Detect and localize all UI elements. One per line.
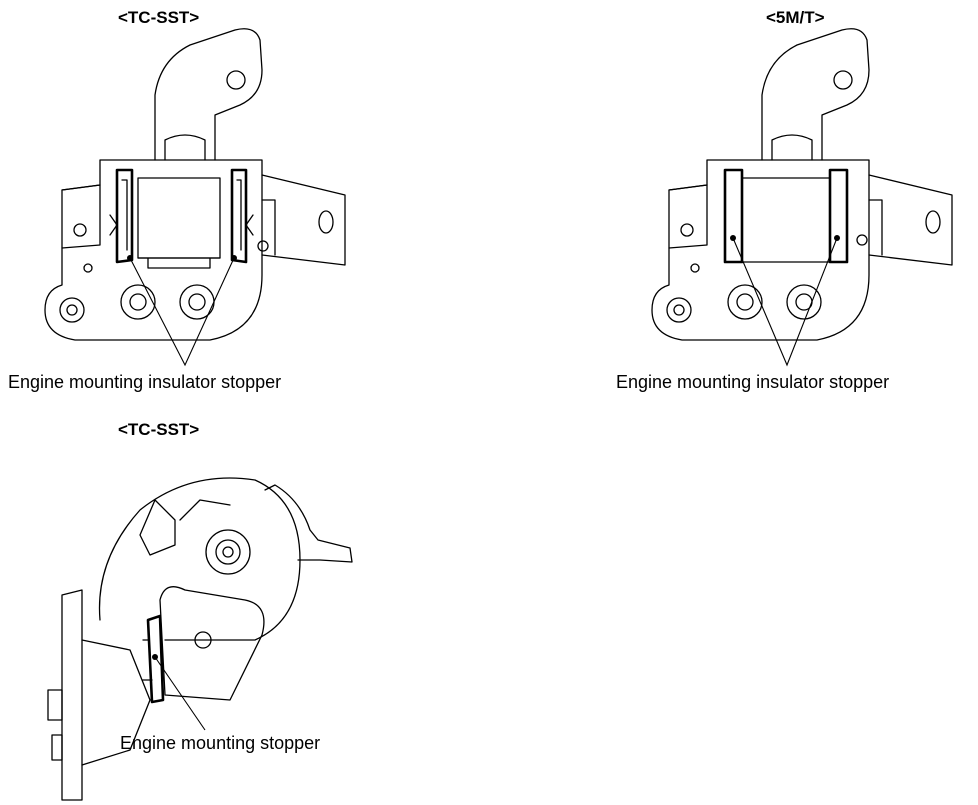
figure-title-tc-sst-side: <TC-SST> [118, 420, 200, 439]
figure-title-tc-sst-front: <TC-SST> [118, 8, 200, 27]
callout-insulator-stopper-5mt: Engine mounting insulator stopper [616, 372, 890, 392]
5mt-front-mount-drawing [651, 28, 953, 367]
tc-sst-side-mount-drawing [47, 477, 353, 801]
tc-sst-front-mount-drawing [44, 28, 346, 367]
callout-engine-mounting-stopper: Engine mounting stopper [120, 733, 321, 753]
figure-title-5mt-front: <5M/T> [766, 8, 825, 27]
callout-insulator-stopper-tc-sst: Engine mounting insulator stopper [8, 372, 282, 392]
